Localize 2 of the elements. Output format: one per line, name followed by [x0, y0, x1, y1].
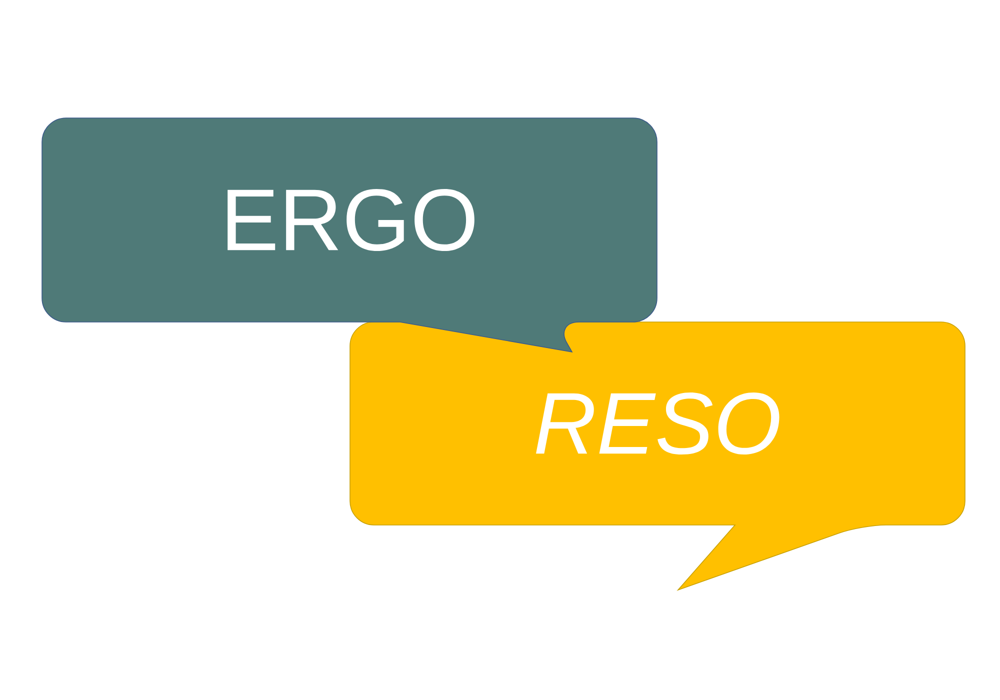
speech-bubble: ERGO [42, 118, 658, 352]
speech-bubble: RESO [350, 322, 966, 590]
